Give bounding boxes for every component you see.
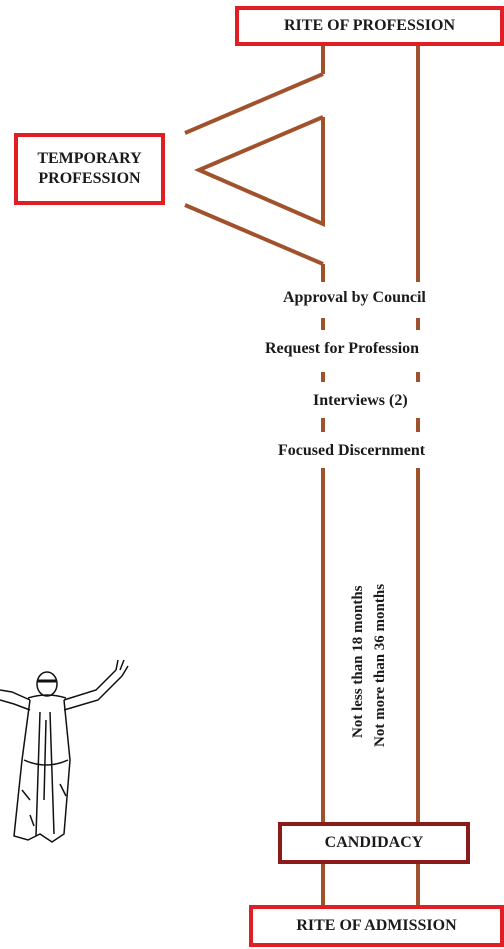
candidacy-box: CANDIDACY — [278, 822, 470, 864]
temporary-profession-box: TEMPORARY PROFESSION — [14, 133, 165, 205]
duration-min-label: Not less than 18 months — [350, 585, 366, 738]
rite-of-profession-label: RITE OF PROFESSION — [284, 17, 455, 34]
robed-figure-icon — [0, 659, 129, 843]
funnel-line — [184, 203, 324, 266]
step-focused-discernment: Focused Discernment — [276, 442, 428, 460]
rite-of-profession-box: RITE OF PROFESSION — [235, 6, 504, 46]
funnel-line — [184, 72, 324, 135]
rite-of-admission-box: RITE OF ADMISSION — [249, 905, 504, 947]
triangle-line — [193, 115, 325, 228]
step-interviews: Interviews (2) — [311, 392, 410, 410]
temporary-profession-label: TEMPORARY PROFESSION — [37, 150, 142, 187]
duration-max-label: Not more than 36 months — [372, 583, 388, 747]
step-request-for-profession: Request for Profession — [263, 340, 422, 358]
rite-of-admission-label: RITE OF ADMISSION — [296, 917, 457, 934]
candidacy-label: CANDIDACY — [324, 834, 424, 851]
step-approval-by-council: Approval by Council — [281, 289, 428, 307]
